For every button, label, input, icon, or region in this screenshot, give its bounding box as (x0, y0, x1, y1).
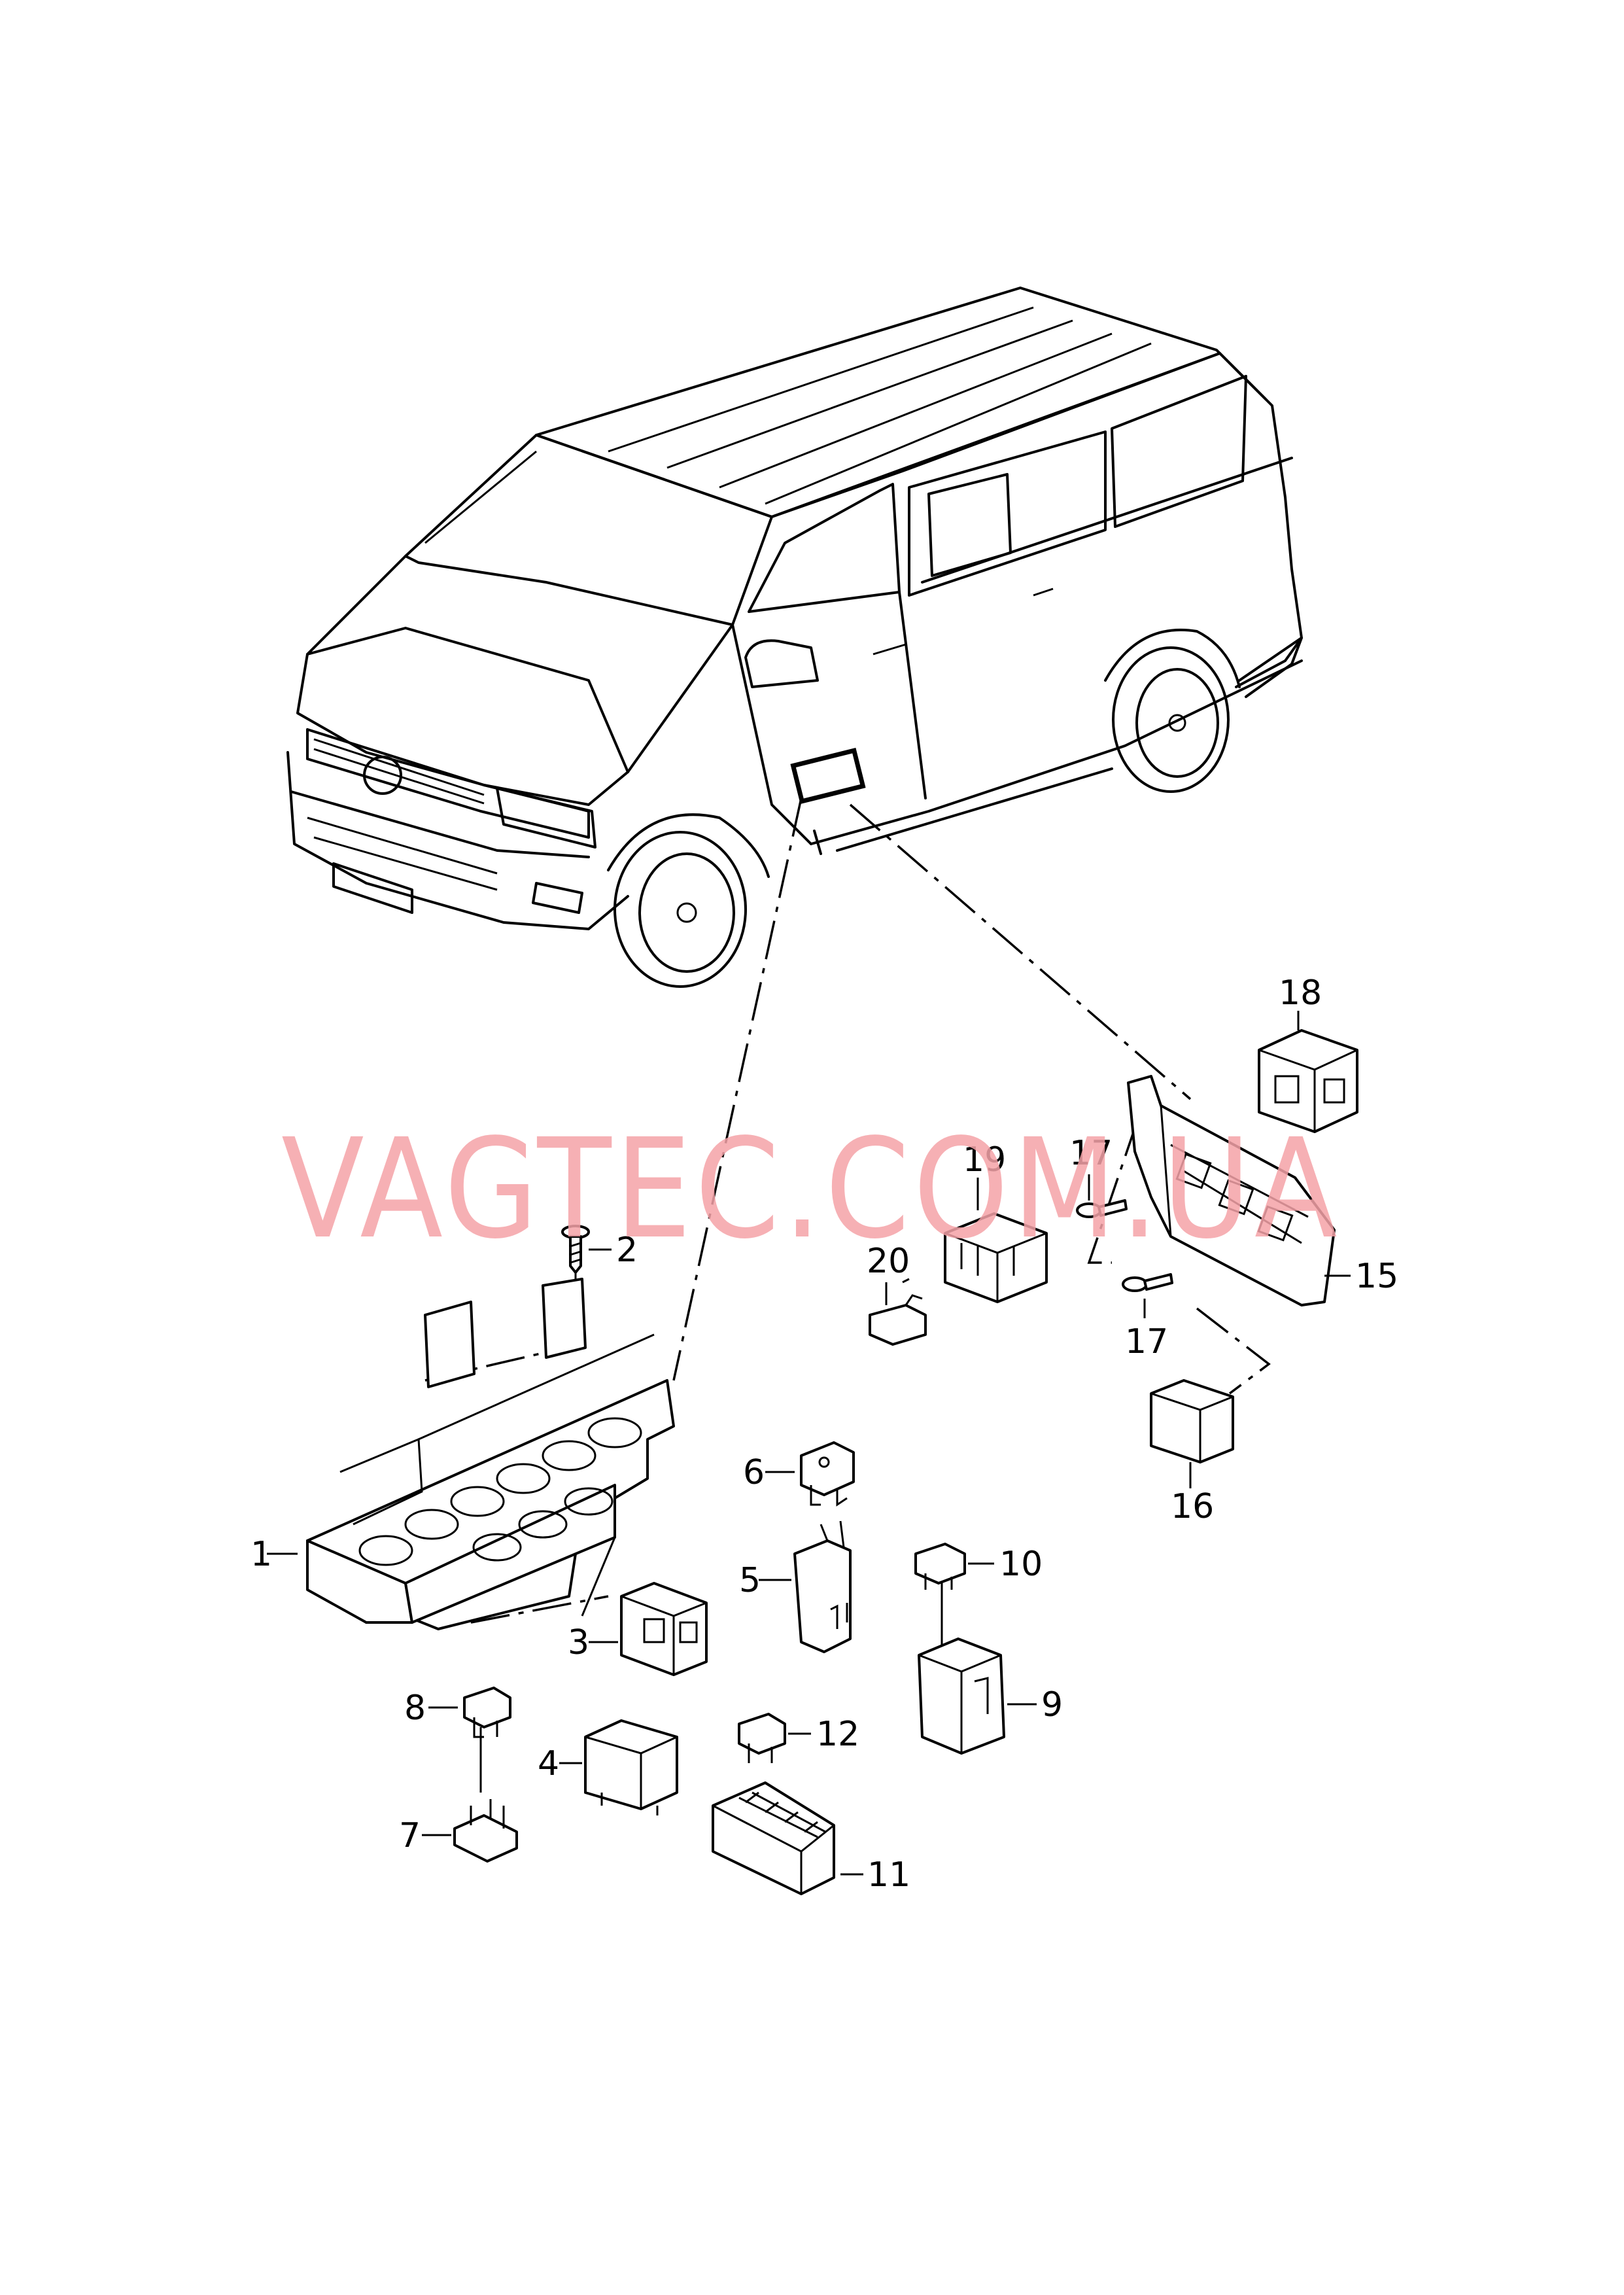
callout-8: 8 (404, 1689, 426, 1728)
part-19-relay-socket (944, 1212, 1048, 1303)
callout-5: 5 (739, 1561, 761, 1600)
part-2-screw (561, 1225, 590, 1274)
callout-16: 16 (1171, 1487, 1214, 1526)
part-17-screw-upper (1076, 1199, 1128, 1218)
callout-ticks (267, 1011, 1351, 1876)
part-6-fuse (800, 1441, 855, 1507)
callout-15: 15 (1355, 1257, 1398, 1296)
part-20-fuse (869, 1294, 927, 1346)
part-7-socket (453, 1799, 518, 1863)
callout-2: 2 (616, 1231, 638, 1270)
callout-1: 1 (251, 1535, 272, 1574)
part-16-relay (1150, 1379, 1234, 1475)
callout-9: 9 (1041, 1685, 1063, 1725)
part-18-relay-holder (1258, 1029, 1358, 1133)
van-illustration (286, 287, 1303, 988)
callout-18: 18 (1279, 973, 1322, 1013)
callout-17-upper: 17 (1069, 1134, 1113, 1173)
part-17-screw-lower (1122, 1273, 1173, 1292)
part-5-fuse-holder (793, 1520, 852, 1653)
callout-6: 6 (743, 1453, 765, 1492)
watermark: VAGTEC.COM.UA (281, 1109, 1341, 1269)
callout-17-lower: 17 (1125, 1322, 1168, 1361)
callout-3: 3 (568, 1623, 589, 1662)
fuse-box-location-marker (790, 747, 866, 805)
callout-7: 7 (399, 1816, 421, 1855)
part-15-bracket (1127, 1075, 1336, 1306)
part-8-mini-fuse (463, 1687, 511, 1738)
part-12-fuse (738, 1713, 786, 1763)
part-11-connector (712, 1781, 835, 1895)
part-9-relay-carrier (918, 1638, 1005, 1755)
part-10-fuse (914, 1543, 966, 1590)
callout-12: 12 (816, 1715, 859, 1754)
callout-labels: 1 2 3 4 5 6 7 8 9 10 11 12 15 16 17 17 1… (251, 973, 1398, 1895)
callout-11: 11 (867, 1855, 910, 1895)
callout-20: 20 (867, 1242, 910, 1281)
part-3-relay-holder (620, 1582, 708, 1676)
part-1-fuse-carrier (306, 1278, 675, 1630)
part-4-relay (584, 1719, 678, 1815)
callout-4: 4 (538, 1744, 559, 1783)
callout-10: 10 (999, 1545, 1043, 1584)
callout-19: 19 (963, 1140, 1006, 1180)
